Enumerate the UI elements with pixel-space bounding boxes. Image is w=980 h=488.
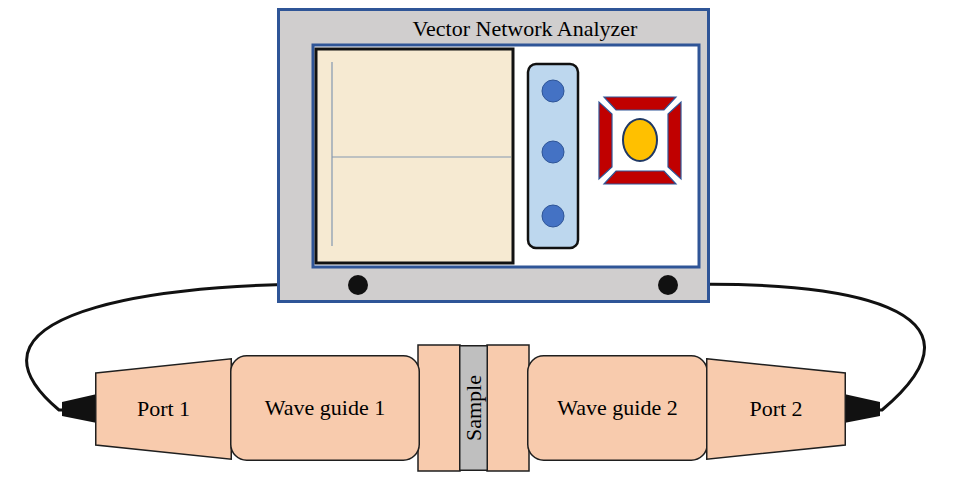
flange [418,345,460,471]
part-label: Wave guide 2 [557,396,677,420]
part-label: Port 2 [749,397,802,421]
port-socket [658,275,678,295]
port-adapter: Port 2 [706,358,846,460]
part-label: Wave guide 1 [265,396,385,420]
port-adapter: Port 1 [95,358,232,460]
part-label: Sample [461,375,485,441]
waveguide-outline [528,356,708,461]
port-outline [707,359,846,460]
button-panel [528,64,578,248]
navigation-key [668,102,681,179]
display-screen [316,49,513,263]
device-title: Vector Network Analyzer [413,17,638,41]
select-knob [623,119,657,161]
analyzer-box: Vector Network Analyzer [277,8,710,303]
analyzer-housing [279,10,709,302]
front-panel [313,45,699,267]
button [542,141,564,163]
navigation-key [599,102,612,179]
waveguide-outline [231,356,420,461]
node-shape [277,8,710,303]
screen-axis [331,62,332,246]
navigation-key [604,171,676,184]
sample-outline [460,346,488,471]
port-socket [348,275,368,295]
connector-tip [844,394,880,423]
flange [487,345,529,471]
waveguide-section: Wave guide 2 [527,355,708,461]
connector-tip [62,394,97,423]
part-label: Port 1 [137,397,190,421]
button [542,205,564,227]
navigation-key [604,97,676,110]
button [542,80,564,102]
sample-slab: Sample [459,345,488,471]
waveguide-section: Wave guide 1 [230,355,420,461]
port-outline [96,359,232,460]
screen-axis [332,156,511,157]
